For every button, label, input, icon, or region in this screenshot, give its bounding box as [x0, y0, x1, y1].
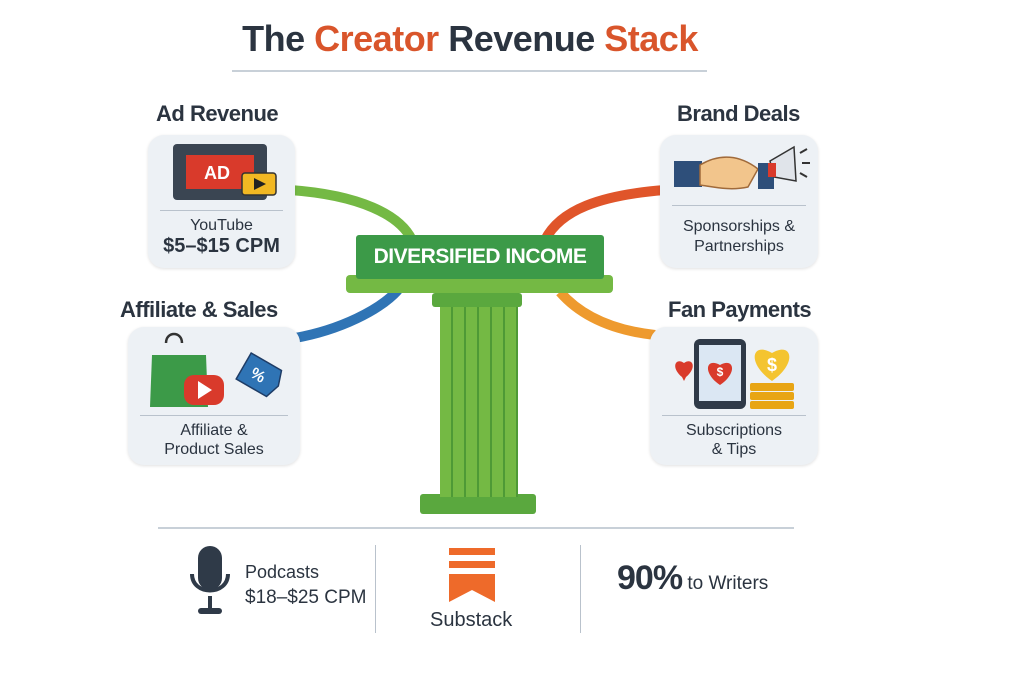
pillar-shaft [440, 305, 518, 497]
substack-logo-icon [449, 548, 495, 602]
ad-revenue-card: AD YouTube $5–$15 CPM [148, 135, 295, 268]
affiliate-line1: Affiliate & [180, 422, 248, 439]
column-divider [580, 545, 581, 633]
brand-line2: Partnerships [694, 238, 784, 255]
divider [662, 415, 806, 416]
fan-payments-heading: Fan Payments [668, 297, 812, 322]
ad-platform: YouTube [190, 217, 253, 234]
pillar-ledge [346, 275, 613, 293]
ad-cpm: $5–$15 CPM [163, 235, 280, 257]
title-accent: Stack [604, 18, 698, 59]
connector-blue [294, 286, 402, 343]
podcasts-label: Podcasts [245, 562, 320, 582]
video-ad-icon: AD [173, 144, 277, 200]
title-underline [232, 70, 707, 72]
substack-label: Substack [430, 609, 513, 631]
shopping-bag-tag-icon: % [150, 332, 283, 407]
bottom-divider [158, 527, 794, 529]
ad-revenue-heading: Ad Revenue [156, 101, 279, 126]
title-accent: Creator [314, 18, 439, 59]
fan-line2: & Tips [711, 441, 757, 458]
writers-stat: 90% to Writers [617, 559, 768, 598]
connector-orange [556, 288, 656, 340]
microphone-icon [190, 546, 230, 614]
column-divider [375, 545, 376, 633]
divider [140, 415, 288, 416]
writers-label: to Writers [682, 573, 769, 594]
fan-line1: Subscriptions [685, 422, 783, 439]
title-text: The [242, 18, 315, 59]
writers-percent: 90% [617, 559, 683, 597]
ad-label: AD [204, 163, 230, 183]
handshake-megaphone-icon [674, 145, 810, 190]
phone-heart-coins-icon: $ $ [675, 339, 794, 409]
brand-line1: Sponsorships & [682, 218, 796, 235]
divider [672, 205, 806, 206]
fan-payments-card: $ $ Subscriptions & Tips [650, 327, 818, 465]
affiliate-card: % Affiliate & Product Sales [128, 327, 300, 465]
brand-deals-card: Sponsorships & Partnerships [660, 135, 818, 268]
connector-red [540, 185, 666, 243]
affiliate-heading: Affiliate & Sales [120, 297, 278, 322]
podcasts-cpm: $18–$25 CPM [245, 587, 367, 608]
affiliate-line2: Product Sales [164, 441, 264, 458]
svg-text:$: $ [717, 365, 724, 379]
pillar-base [420, 494, 536, 514]
pillar-banner: DIVERSIFIED INCOME [356, 235, 604, 279]
pillar-capital [432, 293, 522, 307]
dollar-label: $ [767, 355, 777, 375]
connector-green [289, 185, 417, 243]
title-text: Revenue [438, 18, 605, 59]
page-title: The Creator Revenue Stack [0, 18, 940, 60]
brand-deals-heading: Brand Deals [677, 101, 800, 126]
divider [160, 210, 283, 211]
